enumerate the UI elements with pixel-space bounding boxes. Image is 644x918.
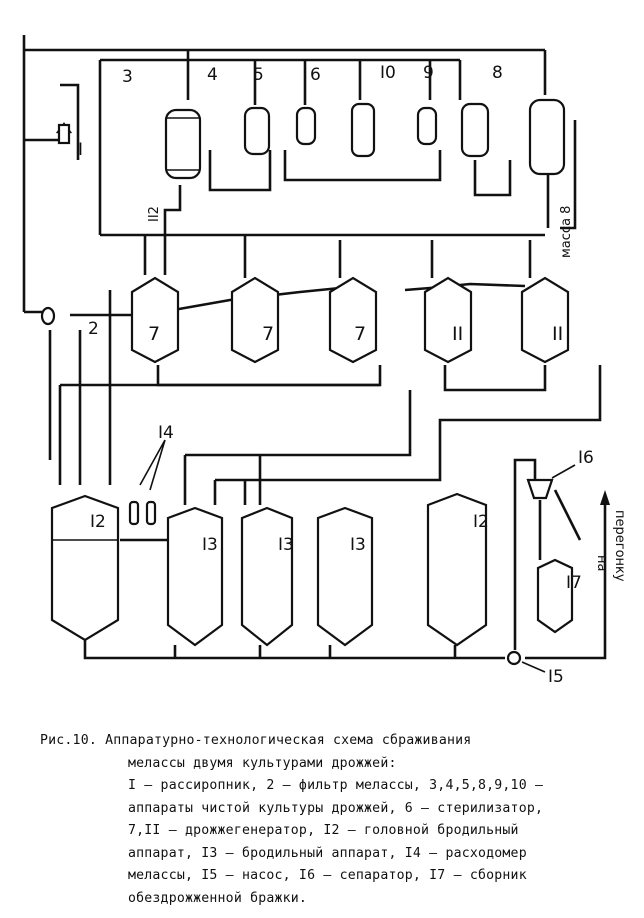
collector-17 bbox=[536, 558, 574, 634]
label-13a: I3 bbox=[202, 535, 218, 555]
label-na: на bbox=[594, 555, 609, 571]
culture-apparatus-10 bbox=[416, 106, 438, 146]
caption-line-4: аппараты чистой культуры дрожжей, 6 – ст… bbox=[128, 800, 544, 816]
culture-apparatus-8 bbox=[528, 98, 566, 176]
process-flow-diagram: I 2 3 4 5 6 I0 9 8 7 7 7 II II I2 I2 I3 … bbox=[22, 35, 627, 687]
yeast-generator-11b bbox=[520, 276, 570, 364]
caption-line-7: мелассы, I5 – насос, I6 – сепаратор, I7 … bbox=[128, 868, 527, 883]
caption-line-8: обездрожженной бражки. bbox=[128, 890, 308, 906]
label-10: I0 bbox=[380, 63, 396, 83]
label-15: I5 bbox=[548, 667, 564, 687]
caption-title: Рис.10. Аппаратурно-технологическая схем… bbox=[40, 733, 472, 748]
pipe-network bbox=[22, 35, 607, 660]
culture-apparatus-5 bbox=[295, 106, 317, 146]
caption-line-5: 7,II – дрожжегенератор, I2 – головной бр… bbox=[128, 823, 519, 838]
flowmeter-14 bbox=[128, 439, 166, 526]
label-7a: 7 bbox=[148, 323, 160, 345]
filter-2 bbox=[40, 306, 56, 326]
label-11a: II bbox=[452, 323, 463, 345]
fermenter-13c bbox=[316, 506, 374, 647]
label-4: 4 bbox=[207, 65, 218, 85]
distillation-arrow bbox=[600, 490, 610, 635]
sterilizer-6 bbox=[350, 102, 376, 158]
culture-apparatus-9 bbox=[460, 102, 490, 158]
label-6: 6 bbox=[310, 65, 321, 85]
head-fermenter-12a bbox=[50, 494, 120, 642]
pump-15 bbox=[506, 650, 546, 673]
label-massa-8: масса 8 bbox=[559, 206, 574, 258]
yeast-generator-7c bbox=[328, 276, 378, 364]
label-12a: I2 bbox=[90, 512, 106, 532]
label-13b: I3 bbox=[278, 535, 294, 555]
label-17: I7 bbox=[566, 573, 582, 593]
caption-line-6: аппарат, I3 – бродильный аппарат, I4 – р… bbox=[128, 845, 527, 861]
yeast-generator-7b bbox=[230, 276, 280, 364]
label-14: I4 bbox=[158, 423, 174, 443]
label-11b: II bbox=[552, 323, 563, 345]
label-peregonku: перегонку bbox=[612, 510, 627, 582]
head-fermenter-12b bbox=[426, 492, 488, 647]
separator-16 bbox=[526, 464, 576, 500]
culture-apparatus-4 bbox=[243, 106, 271, 156]
fermenter-13b bbox=[240, 506, 294, 647]
label-3: 3 bbox=[122, 67, 133, 87]
label-7b: 7 bbox=[262, 323, 274, 345]
diagram-labels: I 2 3 4 5 6 I0 9 8 7 7 7 II II I2 I2 I3 … bbox=[78, 63, 627, 687]
label-13c: I3 bbox=[350, 535, 366, 555]
culture-apparatus-3 bbox=[164, 108, 202, 180]
fermenter-13a bbox=[166, 506, 224, 647]
rassiropnik-1 bbox=[55, 122, 73, 145]
label-pipe-112: II2 bbox=[147, 206, 162, 222]
label-2: 2 bbox=[88, 319, 99, 339]
label-5: 5 bbox=[253, 65, 264, 85]
yeast-generator-7a bbox=[130, 276, 180, 364]
caption-line-3: I – рассиропник, 2 – фильтр мелассы, 3,4… bbox=[128, 778, 544, 793]
label-9: 9 bbox=[423, 63, 434, 83]
caption-line-2: мелассы двумя культурами дрожжей: bbox=[128, 755, 397, 771]
label-12b: I2 bbox=[473, 512, 489, 532]
label-1: I bbox=[78, 140, 83, 160]
figure-caption: Рис.10. Аппаратурно-технологическая схем… bbox=[40, 730, 630, 910]
yeast-generator-11a bbox=[423, 276, 473, 364]
label-7c: 7 bbox=[354, 323, 366, 345]
label-8: 8 bbox=[492, 63, 503, 83]
label-16: I6 bbox=[578, 448, 594, 468]
